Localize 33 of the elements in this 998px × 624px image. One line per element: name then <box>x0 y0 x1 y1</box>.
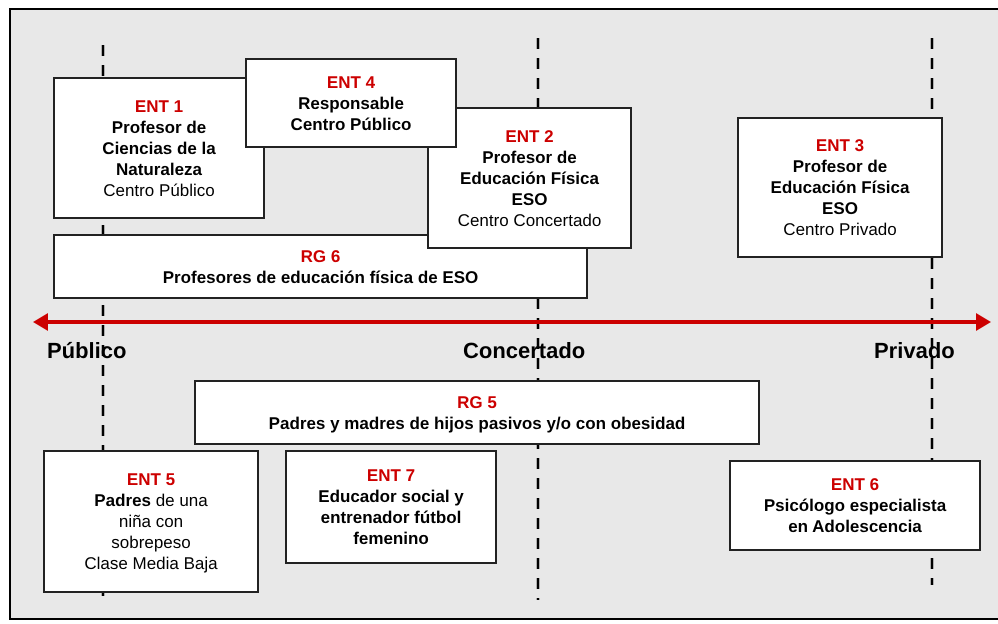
participant-description: Profesores de educación física de ESO <box>162 266 478 288</box>
interview-code: ENT 7 <box>366 465 416 486</box>
participant-box <box>53 77 265 219</box>
interview-code: ENT 2 <box>505 126 554 146</box>
participant-box <box>285 450 497 564</box>
participant-description: Padres y madres de hijos pasivos y/o con obesidad <box>268 412 686 434</box>
participant-description: Clase Media Baja <box>84 553 218 574</box>
participant-description: Profesor de Ciencias de la Naturaleza <box>101 116 217 180</box>
participant-box <box>53 234 588 299</box>
participant-description: Profesor de Educación Física ESO <box>459 146 600 210</box>
participant-description: Padres de una niña con sobrepeso <box>93 490 209 553</box>
axis-label: Concertado <box>463 340 586 362</box>
participant-box <box>245 58 457 148</box>
participant-box <box>43 450 259 593</box>
participant-box <box>194 380 760 445</box>
participant-box <box>737 117 943 258</box>
participant-description: Centro Concertado <box>458 210 602 230</box>
interview-code: ENT 5 <box>126 469 176 490</box>
participant-description: Educador social y entrenador fútbol femenino <box>317 486 465 549</box>
participant-description: Responsable Centro Público <box>290 92 412 134</box>
interview-code: ENT 1 <box>134 96 184 116</box>
participant-box <box>427 107 632 249</box>
participant-description: Profesor de Educación Física ESO <box>770 156 910 219</box>
axis-label: Privado <box>874 340 955 362</box>
interview-code: ENT 6 <box>830 474 880 495</box>
interview-code: RG 6 <box>300 246 340 266</box>
participant-description: Centro Privado <box>783 219 897 240</box>
participant-description: Centro Público <box>103 180 215 200</box>
participant-description: Psicólogo especialista en Adolescencia <box>762 495 948 537</box>
interview-code: RG 5 <box>457 392 497 412</box>
participant-box <box>729 460 981 551</box>
interview-code: ENT 3 <box>816 135 864 156</box>
interview-code: ENT 4 <box>326 72 376 92</box>
